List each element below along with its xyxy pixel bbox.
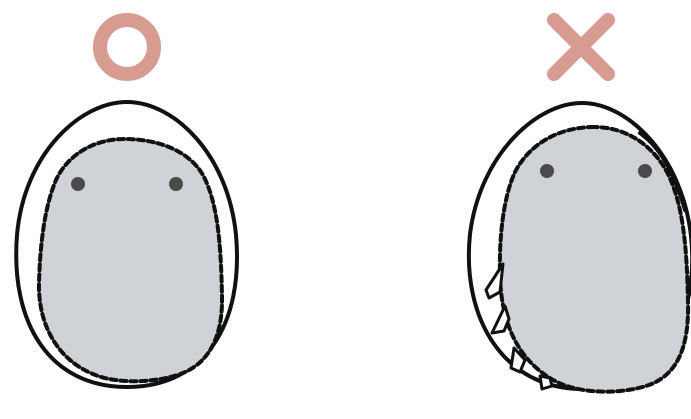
shell-fragment-4 (540, 376, 552, 389)
circle-mark-icon (100, 20, 154, 74)
eye-right-incorrect (638, 164, 652, 178)
eye-right-correct (169, 177, 183, 191)
circle-mark-ring (100, 20, 154, 74)
egg-correct (16, 102, 237, 387)
panel-correct (16, 20, 237, 387)
shell-fragment-2 (492, 306, 509, 333)
egg-incorrect (469, 103, 691, 392)
panel-incorrect (469, 20, 691, 392)
inner-body-correct (39, 139, 222, 381)
eye-left-incorrect (540, 164, 554, 178)
cross-mark-icon (554, 20, 608, 74)
inner-body-incorrect (500, 127, 688, 392)
shell-fragment-1 (486, 264, 503, 298)
eye-left-correct (71, 177, 85, 191)
